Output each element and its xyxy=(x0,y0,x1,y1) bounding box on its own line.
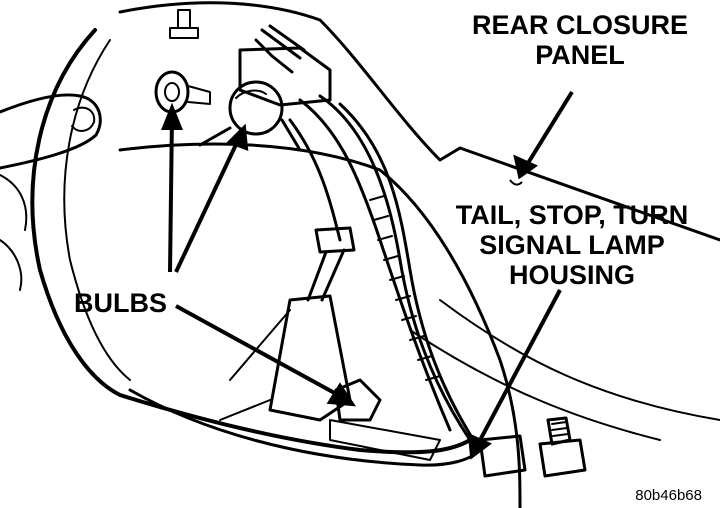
leader-bulb-lower xyxy=(175,304,341,398)
wire-harness-4 xyxy=(288,118,342,242)
arrowhead-bulb-round xyxy=(226,123,249,152)
label-lamp-housing-line1: TAIL, STOP, TURN xyxy=(456,200,689,230)
figure-id: 80b46b68 xyxy=(635,487,702,504)
top-stud-1 xyxy=(169,9,199,39)
hand xyxy=(0,93,102,170)
lower-socket-body xyxy=(268,294,352,422)
label-rear-closure-panel-line1: REAR CLOSURE xyxy=(472,10,688,40)
bulb-round xyxy=(228,80,284,136)
label-lamp-housing-line2: SIGNAL LAMP xyxy=(479,230,665,260)
panel-lower-contour-2 xyxy=(409,329,661,441)
wire-harness-3 xyxy=(338,102,482,452)
label-bulbs: BULBS xyxy=(74,288,167,318)
bulb-lower xyxy=(334,378,382,422)
bottom-stud-1 xyxy=(538,416,587,478)
rear-closure-panel-outline xyxy=(118,1,720,242)
housing-bowl-lower xyxy=(128,388,482,467)
arrowhead-lamp-housing xyxy=(467,432,492,460)
hand-fingers xyxy=(0,174,28,291)
label-rear-closure-panel-line2: PANEL xyxy=(535,40,625,70)
panel-lower-contour xyxy=(439,299,720,421)
arrowhead-rear-closure-panel xyxy=(513,154,539,180)
lamp-housing-inner-rim xyxy=(63,39,131,381)
leader-lamp-housing xyxy=(476,289,562,445)
thumbnail xyxy=(71,106,96,132)
bottom-stud-2 xyxy=(478,434,527,478)
wire-harness-2 xyxy=(318,94,472,442)
wire-twist xyxy=(369,195,441,381)
top-stud-2 xyxy=(254,24,306,74)
leader-bulb-left xyxy=(168,115,174,273)
arrowhead-bulb-lower xyxy=(326,382,356,407)
label-lamp-housing-line3: HOUSING xyxy=(509,260,635,290)
leader-bulb-round xyxy=(174,135,242,273)
arrowhead-bulb-left xyxy=(161,102,183,130)
lower-bulb-stalk xyxy=(306,226,356,302)
top-bracket xyxy=(238,46,332,107)
